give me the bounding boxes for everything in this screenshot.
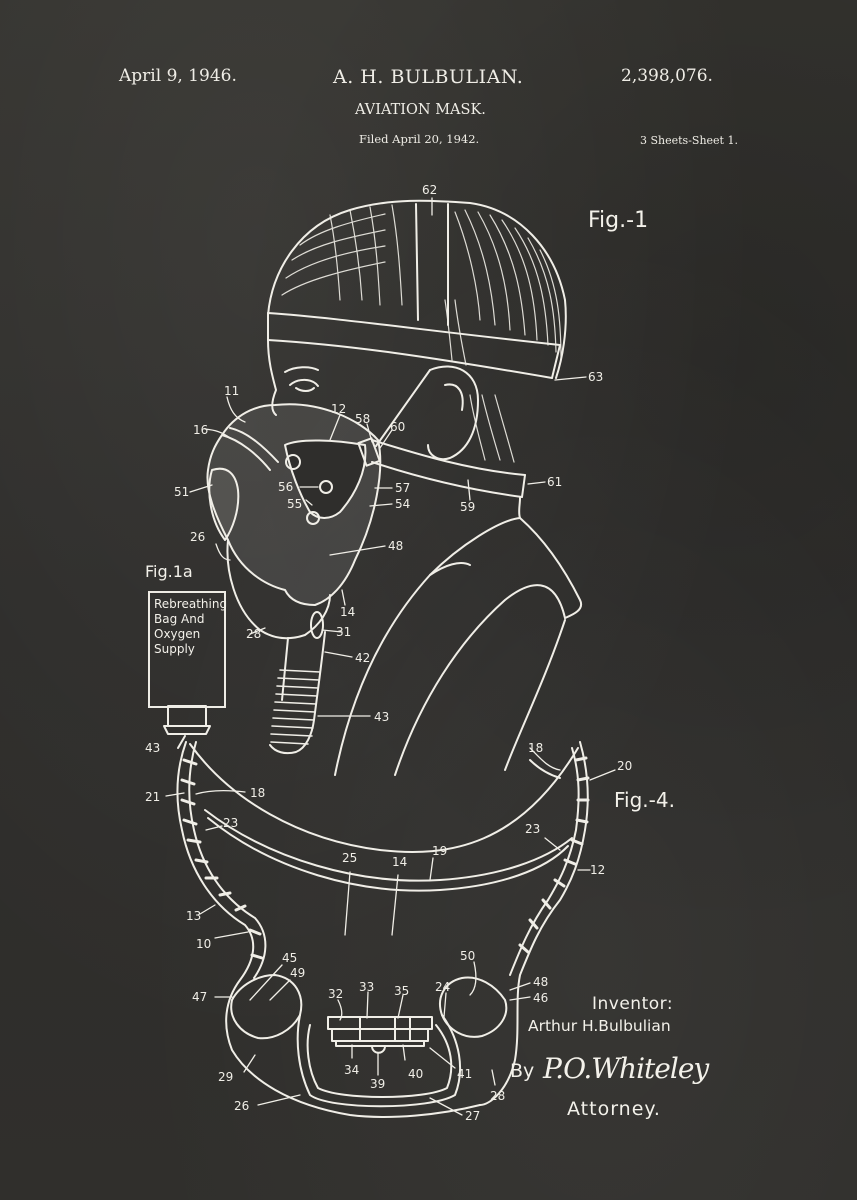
- by-label: By: [510, 1060, 535, 1082]
- inventor-name: Arthur H.Bulbulian: [528, 1017, 671, 1035]
- ref-41: 41: [457, 1067, 472, 1081]
- ref-18-right: 18: [528, 741, 543, 755]
- ref-35: 35: [394, 984, 409, 998]
- fig4-cross-section: [176, 741, 590, 1118]
- ref-56: 56: [278, 480, 293, 494]
- ref-19: 19: [432, 844, 447, 858]
- fig4-label: Fig.-4.: [614, 788, 675, 812]
- ref-23-right: 23: [525, 822, 540, 836]
- ref-43-fig1: 43: [374, 710, 389, 724]
- ref-48-fig4: 48: [533, 975, 548, 989]
- ref-23-left: 23: [223, 816, 238, 830]
- ref-55: 55: [287, 497, 302, 511]
- patent-title: AVIATION MASK.: [355, 102, 486, 118]
- inventor-header: A. H. BULBULIAN.: [333, 66, 524, 88]
- fig1a-connector: [163, 705, 211, 749]
- filed-date: Filed April 20, 1942.: [359, 132, 480, 146]
- box-line-1: Rebreathing: [154, 597, 228, 611]
- ref-16: 16: [193, 423, 208, 437]
- ref-21: 21: [145, 790, 160, 804]
- ref-57: 57: [395, 481, 410, 495]
- ref-39: 39: [370, 1077, 385, 1091]
- ref-61: 61: [547, 475, 562, 489]
- ref-59: 59: [460, 500, 475, 514]
- ref-48-fig1: 48: [388, 539, 403, 553]
- ref-40: 40: [408, 1067, 423, 1081]
- ref-28-fig1: 28: [246, 627, 261, 641]
- ref-47: 47: [192, 990, 207, 1004]
- ref-26-fig1: 26: [190, 530, 205, 544]
- ref-31: 31: [336, 625, 351, 639]
- ref-58: 58: [355, 412, 370, 426]
- ref-10: 10: [196, 937, 211, 951]
- ref-46: 46: [533, 991, 548, 1005]
- box-line-4: Supply: [154, 642, 195, 656]
- ref-13: 13: [186, 909, 201, 923]
- reference-numerals: 62 63 11 12 16 58 60 51 56 55 57 54 61 5…: [145, 183, 632, 1123]
- box-line-3: Oxygen: [154, 627, 201, 641]
- attorney-label: Attorney.: [567, 1098, 661, 1120]
- ref-32: 32: [328, 987, 343, 1001]
- ref-42: 42: [355, 651, 370, 665]
- ref-20: 20: [617, 759, 632, 773]
- ref-12: 12: [331, 402, 346, 416]
- inventor-label: Inventor:: [592, 994, 674, 1014]
- ref-63: 63: [588, 370, 603, 384]
- patent-number: 2,398,076.: [621, 66, 713, 86]
- rebreathing-bag-text: Rebreathing Bag And Oxygen Supply: [154, 597, 227, 657]
- ref-11: 11: [224, 384, 239, 398]
- ref-26-fig4: 26: [234, 1099, 249, 1113]
- fig1a-label: Fig.1a: [145, 562, 193, 581]
- ref-54: 54: [395, 497, 410, 511]
- ref-33: 33: [359, 980, 374, 994]
- leader-lines: [165, 197, 616, 1116]
- ref-28-fig4: 28: [490, 1089, 505, 1103]
- ref-27: 27: [465, 1109, 480, 1123]
- ref-49: 49: [290, 966, 305, 980]
- ref-14-fig4: 14: [392, 855, 407, 869]
- ref-14-fig1: 14: [340, 605, 355, 619]
- ref-45: 45: [282, 951, 297, 965]
- ref-29: 29: [218, 1070, 233, 1084]
- ref-25: 25: [342, 851, 357, 865]
- ref-62: 62: [422, 183, 437, 197]
- fig1-head-drawing: [267, 199, 583, 776]
- sheet-count: 3 Sheets-Sheet 1.: [640, 134, 738, 147]
- hatching: [180, 756, 590, 960]
- ref-51: 51: [174, 485, 189, 499]
- rebreathing-bag-box: Rebreathing Bag And Oxygen Supply: [148, 591, 227, 708]
- ref-12-fig4: 12: [590, 863, 605, 877]
- box-line-2: Bag And: [154, 612, 205, 626]
- issue-date: April 9, 1946.: [119, 66, 237, 86]
- ref-43-fig1a: 43: [145, 741, 160, 755]
- ref-24: 24: [435, 980, 450, 994]
- fig1-label: Fig.-1: [588, 208, 649, 233]
- attorney-signature: P.O.Whiteley: [543, 1052, 709, 1085]
- ref-34: 34: [344, 1063, 359, 1077]
- ref-50: 50: [460, 949, 475, 963]
- fig1-mask-drawing: [206, 369, 431, 755]
- ref-60: 60: [390, 420, 405, 434]
- ref-18-left: 18: [250, 786, 265, 800]
